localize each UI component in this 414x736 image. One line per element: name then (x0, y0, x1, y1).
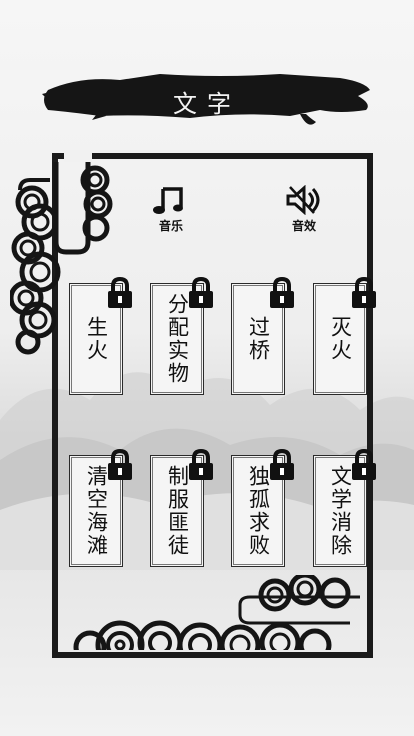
level-label: 文学消除 (328, 465, 353, 557)
wave-decoration (73, 575, 360, 650)
level-label: 分配实物 (165, 293, 190, 385)
lock-icon (189, 449, 213, 480)
lock-icon (108, 277, 132, 308)
level-label: 清空海滩 (84, 465, 109, 557)
lock-icon (189, 277, 213, 308)
level-label: 过桥 (246, 316, 271, 362)
sound-toggle[interactable]: 音效 (274, 185, 334, 234)
frame-gap (64, 150, 92, 162)
lock-icon (352, 449, 376, 480)
level-label: 灭火 (328, 316, 353, 362)
level-frame (52, 153, 373, 658)
lock-icon (270, 277, 294, 308)
level-label: 独孤求败 (246, 465, 271, 557)
level-card[interactable]: 独孤求败 (231, 449, 294, 567)
level-card[interactable]: 分配实物 (150, 277, 213, 395)
level-label: 制服匪徒 (165, 465, 190, 557)
lock-icon (352, 277, 376, 308)
speaker-muted-icon (286, 185, 320, 215)
level-card[interactable]: 制服匪徒 (150, 449, 213, 567)
level-card[interactable]: 灭火 (313, 277, 376, 395)
lock-icon (108, 449, 132, 480)
music-note-icon (153, 187, 183, 214)
level-card[interactable]: 过桥 (231, 277, 294, 395)
lock-icon (270, 449, 294, 480)
sound-label: 音效 (291, 219, 316, 233)
level-card[interactable]: 文学消除 (313, 449, 376, 567)
cloud-swirl-decoration (10, 162, 113, 355)
page-title: 文字 (173, 90, 241, 118)
music-label: 音乐 (158, 219, 183, 233)
level-card[interactable]: 生火 (69, 277, 132, 395)
music-toggle[interactable]: 音乐 (141, 185, 201, 234)
title-banner (42, 74, 370, 125)
level-label: 生火 (84, 316, 109, 362)
level-card[interactable]: 清空海滩 (69, 449, 132, 567)
